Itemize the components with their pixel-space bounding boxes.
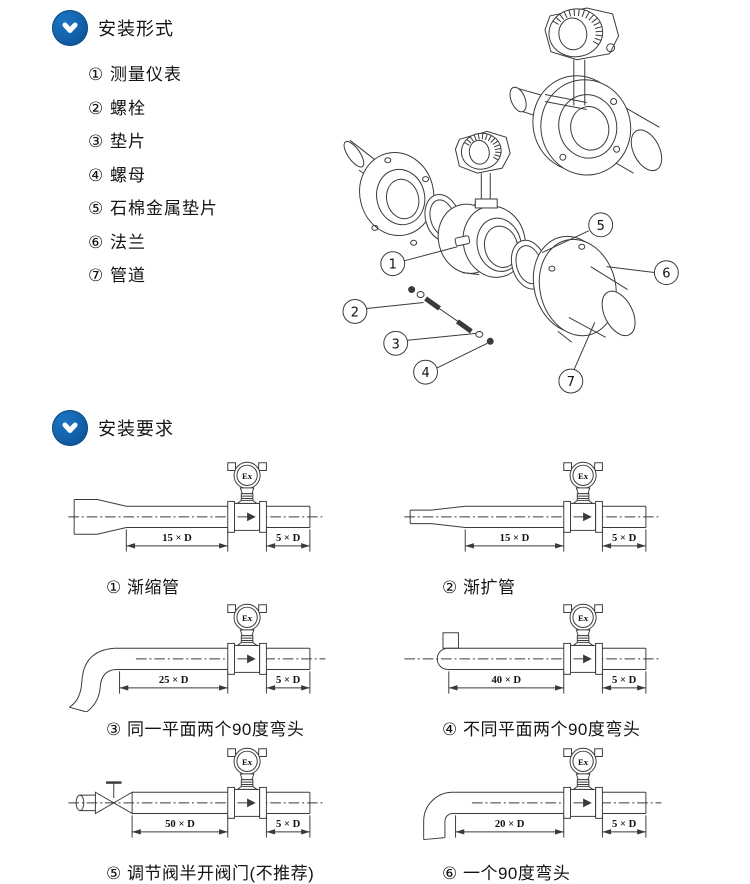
flowmeter-body xyxy=(563,500,603,533)
flowmeter-body xyxy=(563,642,603,675)
flowmeter-transmitter-head: Ex xyxy=(227,603,267,646)
svg-text:5 × D: 5 × D xyxy=(612,675,637,686)
svg-text:25 × D: 25 × D xyxy=(159,675,189,686)
flowmeter-body xyxy=(227,786,267,819)
svg-text:5 × D: 5 × D xyxy=(612,819,637,830)
flowmeter-body xyxy=(227,642,267,675)
diagram-caption: ⑥ 一个90度弯头 xyxy=(442,864,571,883)
svg-text:Ex: Ex xyxy=(578,471,589,481)
svg-text:40 × D: 40 × D xyxy=(491,675,521,686)
svg-text:Ex: Ex xyxy=(578,613,589,623)
svg-text:1: 1 xyxy=(389,258,397,273)
chevron-down-icon xyxy=(52,10,88,46)
diagram-two-elbows-same-plane: Ex 25 × D 5 × D ③ 同一平面两个90度弯头 xyxy=(62,598,384,740)
diagram-caption: ① 渐缩管 xyxy=(106,578,180,597)
parts-list: ① 测量仪表 ② 螺栓 ③ 垫片 ④ 螺母 ⑤ 石棉金属垫片 ⑥ 法兰 ⑦ 管道 xyxy=(88,58,218,293)
callout-leader-lines xyxy=(366,230,656,371)
callout-1: 1 xyxy=(380,251,406,277)
svg-text:5 × D: 5 × D xyxy=(276,675,301,686)
chevron-down-glyph xyxy=(62,422,78,433)
chevron-down-glyph xyxy=(62,22,78,33)
callout-6: 6 xyxy=(653,260,679,286)
diagram-caption: ③ 同一平面两个90度弯头 xyxy=(106,720,305,739)
assembled-flowmeter xyxy=(509,7,663,176)
diagram-two-elbows-different-plane: Ex 40 × D 5 × D ④ 不同平面两个90度弯头 xyxy=(398,598,720,740)
diagram-caption: ④ 不同平面两个90度弯头 xyxy=(442,720,641,739)
diagram-half-open-valve: Ex 50 × D 5 × D ⑤ 调节阀半开阀门(不推荐) xyxy=(62,742,384,884)
exploded-parts xyxy=(343,130,636,345)
diagram-caption: ⑤ 调节阀半开阀门(不推荐) xyxy=(106,864,315,883)
svg-text:Ex: Ex xyxy=(242,757,253,767)
flowmeter-transmitter-head: Ex xyxy=(563,461,603,504)
callout-7: 7 xyxy=(558,368,584,394)
svg-text:Ex: Ex xyxy=(242,471,253,481)
flowmeter-body xyxy=(227,500,267,533)
section-form-header: 安装形式 xyxy=(52,10,174,46)
svg-text:7: 7 xyxy=(567,375,575,390)
parts-list-item: ⑥ 法兰 xyxy=(88,232,146,252)
pipe-diagram-two-elbows-same-plane: Ex 25 × D 5 × D xyxy=(69,603,326,712)
diagram-single-90-elbow: Ex 20 × D 5 × D ⑥ 一个90度弯头 xyxy=(398,742,720,884)
callout-2: 2 xyxy=(342,299,368,324)
diagram-expander: Ex 15 × D 5 × D ② 渐扩管 xyxy=(398,456,720,598)
parts-list-item: ⑦ 管道 xyxy=(88,266,146,285)
section-requirements-header: 安装要求 xyxy=(52,410,174,446)
pipe-diagram-expander: Ex 15 × D 5 × D xyxy=(404,461,662,552)
svg-text:6: 6 xyxy=(662,267,670,282)
parts-list-item: ② 螺栓 xyxy=(88,98,146,118)
svg-text:2: 2 xyxy=(351,305,359,320)
parts-list-item: ④ 螺母 xyxy=(88,165,146,185)
flowmeter-transmitter-head: Ex xyxy=(227,461,267,504)
flowmeter-body xyxy=(563,786,603,819)
chevron-down-icon xyxy=(52,410,88,446)
svg-text:15 × D: 15 × D xyxy=(500,533,530,544)
svg-text:50 × D: 50 × D xyxy=(165,819,195,830)
callout-3: 3 xyxy=(383,330,409,356)
svg-text:20 × D: 20 × D xyxy=(495,819,525,830)
diagram-caption: ② 渐扩管 xyxy=(442,578,516,597)
pipe-diagram-single-90-elbow: Ex 20 × D 5 × D xyxy=(423,747,662,841)
svg-text:5 × D: 5 × D xyxy=(612,533,637,544)
callout-5: 5 xyxy=(588,212,614,238)
flowmeter-transmitter-head: Ex xyxy=(563,603,603,646)
section-form-title: 安装形式 xyxy=(98,19,174,39)
svg-text:Ex: Ex xyxy=(578,757,589,767)
pipe-diagram-reducer: Ex 15 × D 5 × D xyxy=(68,461,326,552)
parts-list-item: ⑤ 石棉金属垫片 xyxy=(88,199,218,218)
flowmeter-transmitter-head: Ex xyxy=(563,747,603,790)
section-requirements-title: 安装要求 xyxy=(98,419,174,439)
flowmeter-transmitter-head: Ex xyxy=(227,747,267,790)
svg-text:15 × D: 15 × D xyxy=(162,533,192,544)
parts-list-item: ① 测量仪表 xyxy=(88,65,182,84)
svg-text:5: 5 xyxy=(597,219,605,234)
svg-text:4: 4 xyxy=(421,366,429,381)
exploded-assembly-diagram: 1 2 3 4 5 6 7 xyxy=(342,7,679,394)
diagram-reducer: Ex 15 × D 5 × D ① 渐缩管 xyxy=(62,456,384,598)
pipe-diagram-half-open-valve: Ex 50 × D 5 × D xyxy=(68,747,326,838)
callout-4: 4 xyxy=(413,359,439,385)
pipe-diagram-two-elbows-different-plane: Ex 40 × D 5 × D xyxy=(404,603,662,694)
svg-text:5 × D: 5 × D xyxy=(276,533,301,544)
svg-text:Ex: Ex xyxy=(242,613,253,623)
parts-list-item: ③ 垫片 xyxy=(88,132,146,151)
svg-text:5 × D: 5 × D xyxy=(276,819,301,830)
svg-text:3: 3 xyxy=(392,337,400,352)
